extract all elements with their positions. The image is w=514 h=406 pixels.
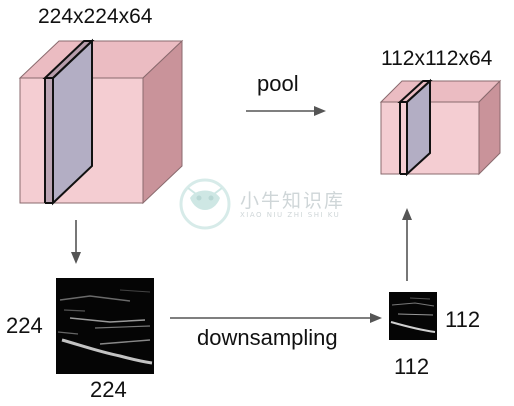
- input-slice-edge: [42, 40, 95, 79]
- watermark-subtitle: XIAO NIU ZHI SHI KU: [240, 211, 341, 219]
- downsampling-arrow: [170, 313, 382, 323]
- input-volume-cube: [18, 38, 184, 206]
- input-volume-label: 224x224x64: [38, 5, 153, 28]
- output-volume-label: 112x112x64: [381, 47, 493, 70]
- output-slice-height-label: 112: [445, 307, 481, 332]
- output-activation-map: [389, 292, 437, 340]
- watermark-logo: [179, 178, 231, 230]
- watermark-title: 小牛知识库: [240, 190, 346, 212]
- downsampling-label: downsampling: [197, 325, 338, 350]
- input-activation-map: [56, 278, 154, 374]
- pool-arrow: [246, 106, 326, 116]
- input-slice-width-label: 224: [90, 377, 127, 402]
- output-slice-width-label: 112: [394, 354, 430, 379]
- down-arrow: [71, 220, 81, 264]
- input-slice-height-label: 224: [6, 313, 43, 338]
- output-slice-edge: [397, 80, 433, 103]
- pool-label: pool: [257, 71, 299, 96]
- up-arrow: [402, 208, 412, 281]
- output-volume-cube: [379, 78, 502, 177]
- input-slice-plane: [45, 41, 92, 203]
